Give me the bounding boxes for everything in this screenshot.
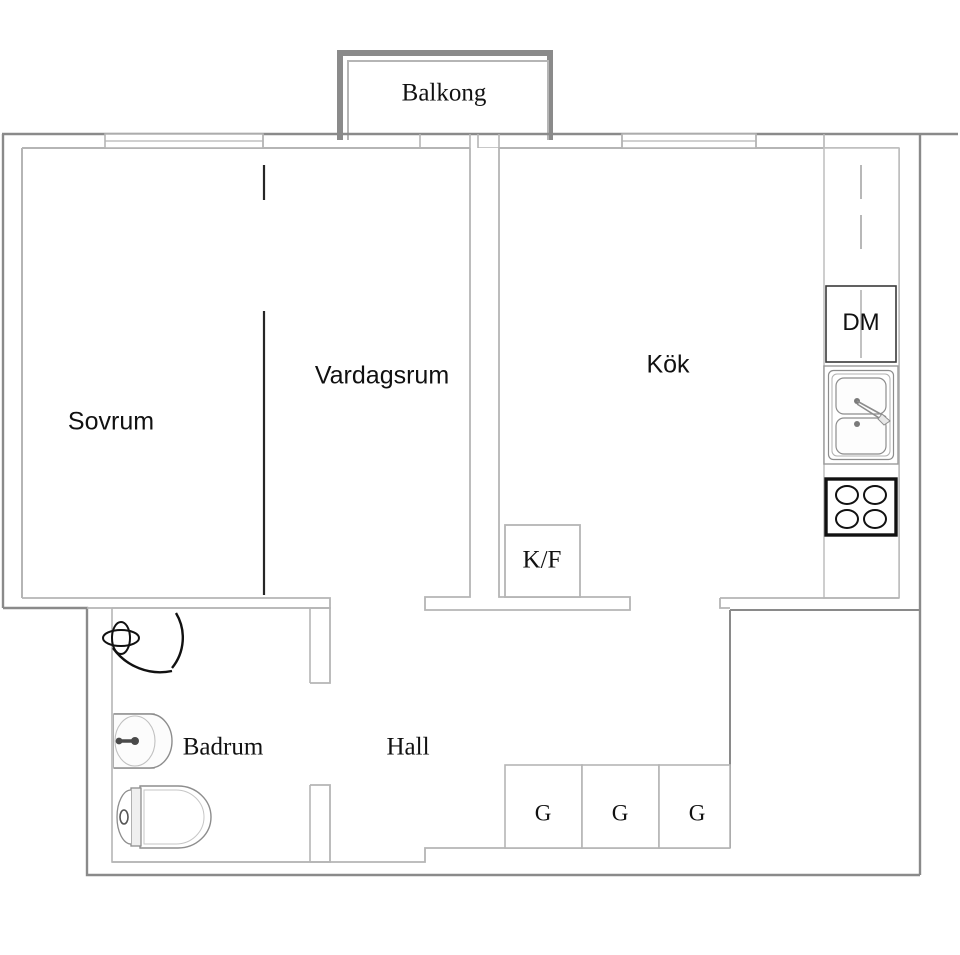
balcony-door-left-jamb [420,134,471,149]
washbasin-icon [113,713,173,769]
washbasin-inner [114,715,156,767]
wardrobe-box-1 [504,764,583,849]
floor-drain-horizontal [102,629,140,647]
room-label-vardagsrum: Vardagsrum [314,361,450,390]
shower-arc-upper [171,612,185,669]
wardrobe-box-2 [581,764,660,849]
floor-drain-icon [102,621,140,655]
stove-burner-3 [835,509,859,529]
washbasin-tap [115,737,123,745]
faucet-base [877,413,891,426]
wardrobe-label-3: G [688,800,706,826]
bathroom-fixtures-group [102,612,212,849]
wall-sovrum-bottom [22,597,331,609]
sink-group [823,365,899,465]
wardrobe-label-1: G [534,800,552,826]
hall-walls-group [22,597,920,863]
wall-hall-right-top-jog [719,598,730,609]
room-label-badrum: Badrum [182,733,264,761]
wardrobe-label-2: G [611,800,629,826]
sink-drain-bottom [854,421,860,427]
wall-hall-bottom [112,847,730,863]
toilet-seat-hinge [130,787,142,847]
sink-bowl-bottom [835,417,887,455]
fixture-label-fridge: K/F [522,546,562,574]
stove-burner-2 [863,485,887,505]
kitchen-counter-group [823,147,900,599]
wardrobe-box-3 [658,764,731,849]
fridge-freezer-group [504,524,581,598]
sink-bowl-top [835,377,887,415]
stove-burner-1 [835,485,859,505]
windows-group [104,133,757,149]
balcony-door-right-jamb [477,134,500,149]
toilet-flush-button [119,809,129,825]
washbasin-bowl [114,713,173,769]
shower-arc-lower [112,647,173,674]
toilet-icon [116,785,212,849]
room-label-kok: Kök [646,350,690,379]
room-label-balkong: Balkong [401,79,487,107]
exterior-wall-bottom-left [3,606,920,877]
fridge-freezer-box [504,524,581,598]
wall-badrum-right-upper [310,607,331,684]
wall-badrum-right-lower [310,784,331,863]
stove-group [824,477,898,537]
stove-box [824,477,898,537]
stove-burner-4 [863,509,887,529]
toilet-bowl [139,785,212,849]
fixture-label-dishwasher: DM [842,309,880,336]
toilet-bowl-inner [143,789,205,845]
wardrobe-group [504,764,731,849]
room-label-hall: Hall [386,733,430,761]
room-label-sovrum: Sovrum [67,407,155,436]
